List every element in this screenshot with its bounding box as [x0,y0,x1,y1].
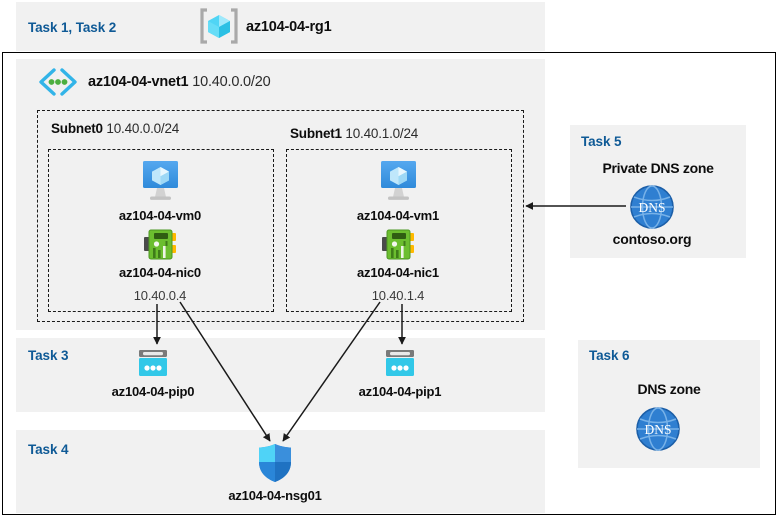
nsg-name: az104-04-nsg01 [228,488,322,503]
dns-icon-text: DNS [638,200,665,215]
task-label-6: Task 6 [589,348,630,363]
dns-zone-icon: DNS [635,406,681,452]
network-security-group-icon [256,442,294,484]
dns-zone-icon: DNS [629,184,675,230]
public-ip-address-icon [382,348,418,380]
subnet1-cidr: 10.40.1.0/24 [345,126,419,141]
pip1-name: az104-04-pip1 [358,384,442,399]
subnet0-box [48,149,274,312]
task-label-1-2: Task 1, Task 2 [28,20,117,35]
subnet0-name: Subnet0 [51,121,103,136]
vnet-cidr: 10.40.0.0/20 [192,74,271,90]
public-ip-panel [16,338,545,412]
subnets-container [37,110,524,322]
pip0-name: az104-04-pip0 [111,384,195,399]
nic1-ip: 10.40.1.4 [371,288,425,303]
private-dns-heading: Private DNS zone [602,160,714,176]
virtual-machine-icon [137,159,184,203]
nic0-name: az104-04-nic0 [119,265,201,280]
network-interface-icon [144,228,177,261]
public-dns-heading: DNS zone [637,381,701,397]
resource-group-banner [16,2,545,51]
vm0-name: az104-04-vm0 [118,208,202,223]
task-label-4: Task 4 [28,442,69,457]
resource-group-icon [199,6,239,46]
public-ip-address-icon [135,348,171,380]
virtual-machine-icon [375,159,422,203]
nic0-ip: 10.40.0.4 [133,288,187,303]
dns-icon-text: DNS [644,422,671,437]
vnet-name: az104-04-vnet1 [88,74,189,90]
vnet-panel [16,59,545,330]
task-label-5: Task 5 [581,134,622,149]
resource-group-name: az104-04-rg1 [246,19,332,35]
subnet0-cidr: 10.40.0.0/24 [106,121,180,136]
subnet0-label: Subnet0 10.40.0.0/24 [51,121,179,136]
vm1-name: az104-04-vm1 [356,208,440,223]
virtual-network-icon [36,67,80,97]
subnet1-box [286,149,512,312]
nic1-name: az104-04-nic1 [357,265,439,280]
vnet-title: az104-04-vnet1 10.40.0.0/20 [88,74,271,90]
subnet1-label: Subnet1 10.40.1.0/24 [290,126,418,141]
subnet1-name: Subnet1 [290,126,342,141]
task-label-3: Task 3 [28,348,69,363]
network-interface-icon [382,228,415,261]
private-dns-zone-name: contoso.org [612,231,692,247]
